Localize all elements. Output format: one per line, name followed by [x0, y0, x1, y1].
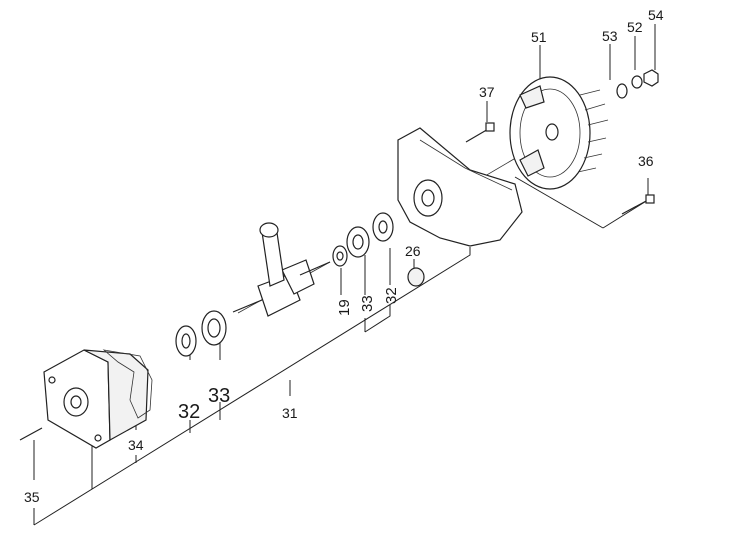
flywheel-51 — [509, 76, 609, 190]
crankcase-half-left — [43, 349, 149, 449]
callout-labels: 54 52 53 51 37 36 26 19 33 32 32 33 31 3… — [24, 7, 664, 505]
washer-53 — [616, 83, 628, 99]
callout-31: 31 — [282, 405, 298, 421]
callout-32-right: 32 — [383, 287, 400, 304]
callout-37: 37 — [479, 84, 495, 100]
callout-54: 54 — [648, 7, 664, 23]
bearing-33-right — [346, 226, 370, 258]
callout-52: 52 — [627, 19, 643, 35]
callout-34: 34 — [128, 437, 144, 453]
callout-33-right: 33 — [359, 295, 376, 312]
plug-26 — [407, 267, 425, 287]
callout-26: 26 — [405, 243, 421, 259]
gasket-34 — [102, 349, 153, 419]
crankcase-half-right — [397, 127, 523, 247]
stud-bolt-35 — [19, 427, 43, 441]
callout-19: 19 — [336, 299, 353, 316]
lock-washer-52 — [631, 75, 643, 89]
oil-seal-32-right — [372, 212, 394, 242]
callout-33-left: 33 — [208, 385, 230, 407]
crankshaft — [232, 222, 331, 317]
bolt-36 — [621, 194, 655, 215]
callout-53: 53 — [602, 28, 618, 44]
bolt-37 — [465, 122, 495, 143]
nut-54 — [643, 69, 659, 87]
callout-36: 36 — [638, 153, 654, 169]
bearing-33-left — [201, 310, 227, 346]
oil-seal-32-left — [175, 325, 197, 357]
callout-32-left: 32 — [178, 401, 200, 423]
callout-35: 35 — [24, 489, 40, 505]
callout-51: 51 — [531, 29, 547, 45]
washer-19 — [332, 245, 348, 267]
